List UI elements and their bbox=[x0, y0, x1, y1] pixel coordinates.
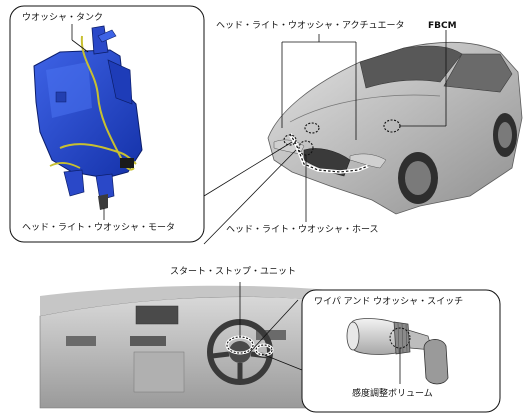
dashboard-illustration bbox=[39, 285, 339, 409]
label-actuator: ヘッド・ライト・ウオッシャ・アクチュエータ bbox=[216, 21, 405, 31]
label-wiper-switch: ワイパ アンド ウオッシャ・スイッチ bbox=[314, 297, 464, 307]
leader-lines bbox=[71, 24, 447, 384]
label-washer-motor: ヘッド・ライト・ウオッシャ・モータ bbox=[22, 223, 176, 233]
wiper-switch-illustration bbox=[346, 318, 449, 385]
label-washer-tank: ウオッシャ・タンク bbox=[22, 13, 104, 23]
label-fbcm: FBCM bbox=[428, 21, 457, 31]
label-start-stop-unit: スタート・ストップ・ユニット bbox=[170, 267, 297, 277]
label-hose: ヘッド・ライト・ウオッシャ・ホース bbox=[226, 225, 379, 235]
car-illustration bbox=[267, 42, 523, 215]
washer-tank-illustration bbox=[33, 25, 143, 210]
label-sensitivity-volume: 感度調整ボリューム bbox=[352, 389, 433, 399]
